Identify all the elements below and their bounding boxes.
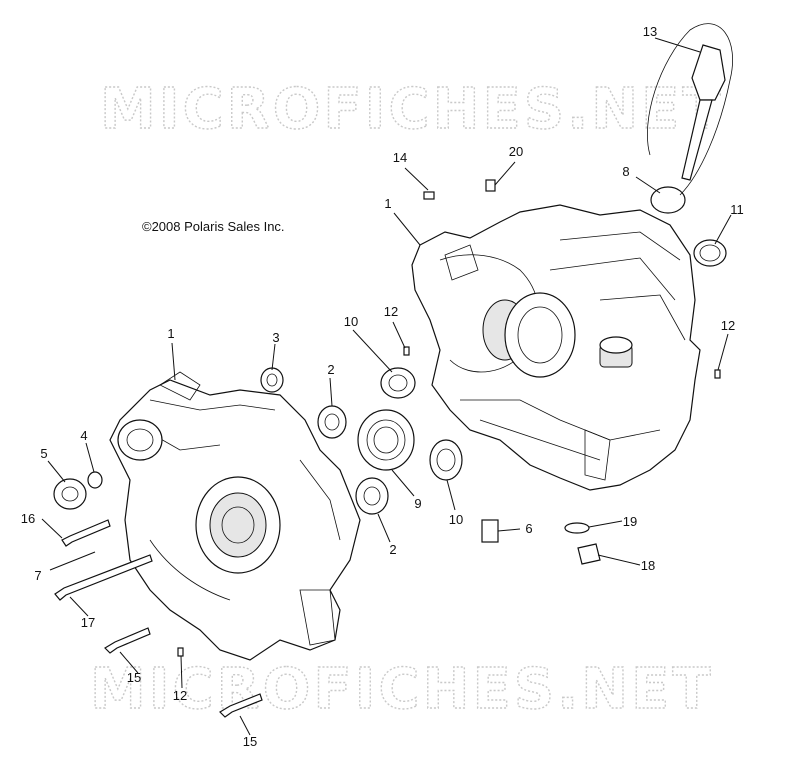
callout-2-upper: 2	[327, 362, 334, 377]
leader-lines	[41, 37, 732, 736]
callout-15-lower: 15	[243, 734, 257, 749]
copyright-text: ©2008 Polaris Sales Inc.	[142, 219, 285, 234]
pin-12-right	[714, 369, 721, 379]
callout-19: 19	[623, 514, 637, 529]
callout-5: 5	[40, 446, 47, 461]
bolt-15-lower	[219, 693, 263, 718]
plug-18	[577, 543, 601, 565]
bearing-10-lower	[429, 439, 463, 481]
callout-11: 11	[730, 202, 744, 217]
pin-20	[485, 179, 496, 192]
callout-7: 7	[34, 568, 41, 583]
callout-20: 20	[509, 144, 523, 159]
callout-16: 16	[21, 511, 35, 526]
callout-17: 17	[81, 615, 95, 630]
bolt-15-upper	[104, 627, 151, 654]
right-crankcase	[411, 204, 701, 491]
dipstick-13	[647, 23, 733, 196]
callout-12-bottom: 12	[173, 688, 187, 703]
callout-12-mid: 12	[384, 304, 398, 319]
callout-10-lower: 10	[449, 512, 463, 527]
callout-9: 9	[414, 496, 421, 511]
watermark-bottom: MICROFICHES.NET	[90, 657, 714, 722]
seal-5	[53, 478, 87, 510]
oring-8	[650, 186, 686, 214]
callout-8: 8	[622, 164, 629, 179]
bolt-16	[61, 519, 111, 547]
left-crankcase	[109, 371, 361, 661]
watermark-top: MICROFICHES.NET	[100, 77, 724, 142]
callout-2-lower: 2	[389, 542, 396, 557]
plug-6	[481, 519, 499, 543]
callout-12-right: 12	[721, 318, 735, 333]
callout-1-right: 1	[384, 196, 391, 211]
callout-13: 13	[643, 24, 657, 39]
callout-labels: 13 20 14 8 11 1 12 10 12 1 3 2 4 5 10 9 …	[21, 24, 744, 749]
callout-14: 14	[393, 150, 407, 165]
pin-12-bottom	[177, 647, 184, 657]
callout-18: 18	[641, 558, 655, 573]
bearing-10-upper	[380, 367, 416, 399]
bearing-2-lower	[355, 477, 389, 515]
bearing-3	[260, 367, 284, 393]
bolt-17	[54, 554, 153, 601]
pin-14	[423, 191, 435, 200]
bearing-2-upper	[317, 405, 347, 439]
washer-19	[564, 522, 590, 534]
callout-1-left: 1	[167, 326, 174, 341]
callout-3: 3	[272, 330, 279, 345]
callout-15-upper: 15	[127, 670, 141, 685]
callout-4: 4	[80, 428, 87, 443]
callout-6: 6	[525, 521, 532, 536]
pin-12-mid	[403, 346, 410, 356]
bearing-9	[357, 409, 415, 471]
seal-11	[693, 239, 727, 267]
seal-4	[87, 471, 103, 489]
callout-10-upper: 10	[344, 314, 358, 329]
